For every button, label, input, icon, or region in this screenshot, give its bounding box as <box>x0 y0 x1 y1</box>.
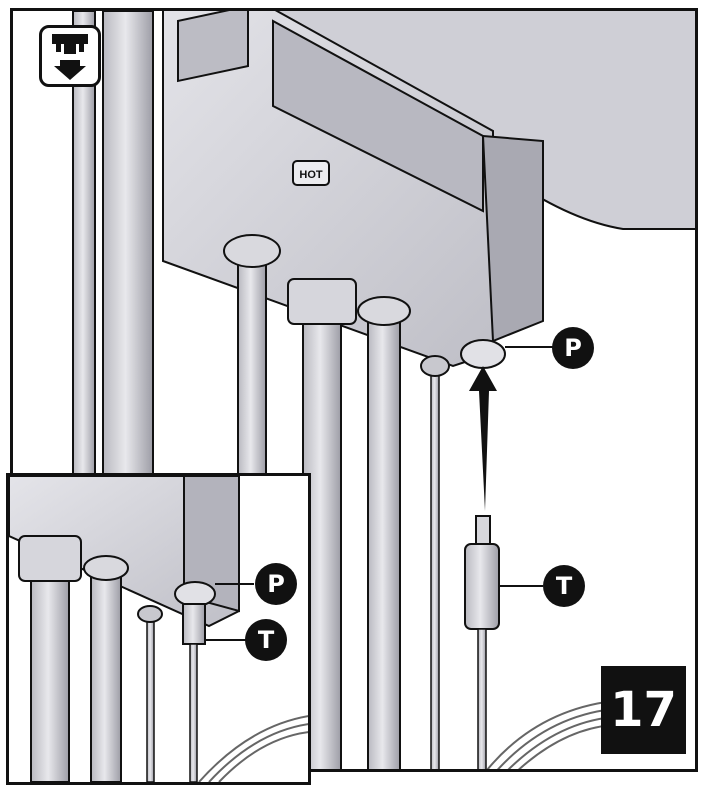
pipe-drain <box>430 370 440 769</box>
pipe-cold-inlet <box>367 320 401 769</box>
inset-pipe-cold <box>90 570 122 782</box>
illustration-frame: HOT P T 17 <box>10 8 698 772</box>
mount-down-icon <box>39 25 101 87</box>
inset-pipe-drain <box>146 615 155 782</box>
callout-t-inset: T <box>245 619 287 661</box>
wire-bundle-main <box>486 700 614 769</box>
inset-wire-bundle <box>198 715 308 782</box>
inset-fitting-drain <box>137 605 163 623</box>
port-p-main <box>460 339 506 369</box>
callout-p-main: P <box>552 327 594 369</box>
thermistor-wire-main <box>477 628 487 769</box>
thermistor-tip-main <box>475 515 491 545</box>
step-number: 17 <box>601 666 686 754</box>
inset-illustration <box>9 476 308 782</box>
fitting-cold <box>357 296 411 326</box>
main-illustration: HOT <box>72 11 695 769</box>
inset-detail: P T <box>6 473 311 785</box>
inset-thermistor-body <box>182 603 206 645</box>
fitting-drain <box>420 355 450 377</box>
callout-t-main: T <box>543 565 585 607</box>
thermistor-body-main <box>464 543 500 630</box>
inset-fitting-cold <box>83 555 129 581</box>
fitting-hot <box>223 234 281 268</box>
mount-down-icon-glyph <box>52 34 88 80</box>
inset-pipe-gas <box>30 580 70 782</box>
inset-device-side <box>183 476 240 613</box>
hot-label-box <box>292 160 330 186</box>
inset-gas-valve <box>18 535 82 582</box>
callout-p-inset: P <box>255 563 297 605</box>
gas-valve <box>287 278 357 325</box>
inset-port-p <box>174 581 216 607</box>
device-label-plate <box>177 11 249 83</box>
hot-label-text: HOT <box>299 169 323 181</box>
insert-arrow <box>469 366 497 511</box>
device-front-face <box>272 19 484 213</box>
device-side-face <box>481 134 544 343</box>
inset-thermistor-wire <box>189 643 198 782</box>
wall-pipe-large <box>102 11 154 482</box>
